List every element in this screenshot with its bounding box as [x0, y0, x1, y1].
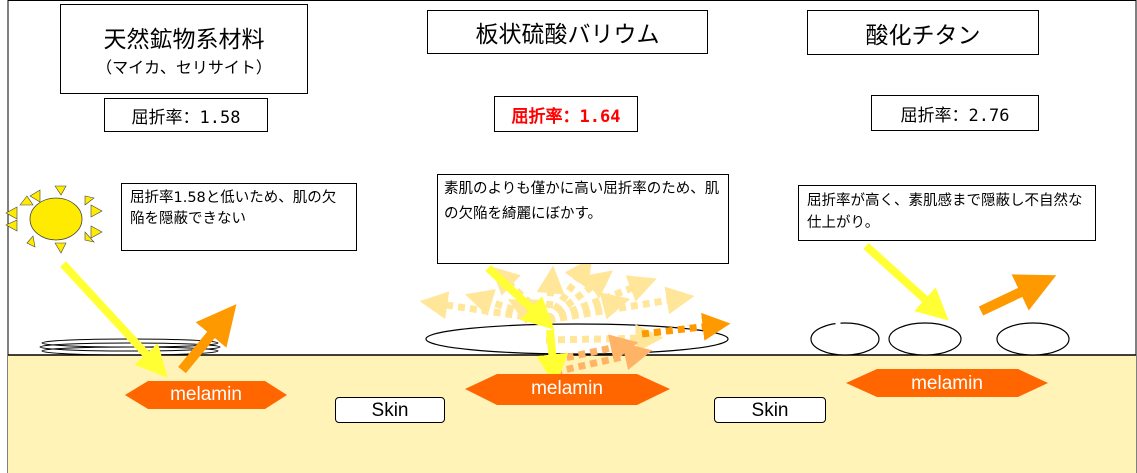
column-2-refractive-index: 屈折率：1.64 — [494, 96, 638, 132]
skin-label-1: Skin — [335, 397, 445, 423]
column-3-note: 屈折率が高く、素肌感まで隠蔽し不自然な仕上がり。 — [798, 185, 1096, 241]
sun-icon — [5, 185, 103, 254]
column-1-title-box: 天然鉱物系材料 （マイカ、セリサイト） — [60, 4, 308, 94]
titanium-oxide-particles — [810, 320, 1070, 356]
column-1-title: 天然鉱物系材料 — [103, 27, 265, 53]
incident-arrow-1 — [60, 261, 168, 378]
incident-arrow-2b — [536, 329, 569, 387]
column-1-subtitle: （マイカ、セリサイト） — [96, 58, 272, 77]
column-1-note: 屈折率1.58と低いため、肌の欠陥を隠蔽できない — [121, 183, 357, 251]
reflected-arrow-1 — [178, 304, 237, 374]
melanin-label-2: melamin — [531, 378, 603, 399]
column-2-note: 素肌のよりも僅かに高い屈折率のため、肌の欠陥を綺麗にぼかす。 — [437, 174, 729, 264]
column-2-title: 板状硫酸バリウム — [475, 22, 660, 48]
column-1-refractive-index: 屈折率：1.58 — [104, 98, 268, 132]
column-3-title-box: 酸化チタン — [807, 10, 1039, 55]
column-3-title: 酸化チタン — [865, 22, 981, 49]
incident-arrow-3 — [863, 243, 949, 321]
melanin-label-1: melamin — [170, 384, 242, 405]
melanin-label-3: melamin — [911, 373, 983, 394]
incident-arrow-2 — [485, 265, 555, 330]
column-3-refractive-index: 屈折率：2.76 — [871, 95, 1039, 131]
column-2-title-box: 板状硫酸バリウム — [427, 10, 708, 54]
skin-label-2: Skin — [714, 397, 826, 423]
melanin-shape-3 — [846, 369, 1048, 397]
reflected-arrow-3 — [978, 274, 1057, 316]
melanin-shape-1 — [125, 381, 287, 409]
melanin-shape-2 — [465, 374, 670, 405]
